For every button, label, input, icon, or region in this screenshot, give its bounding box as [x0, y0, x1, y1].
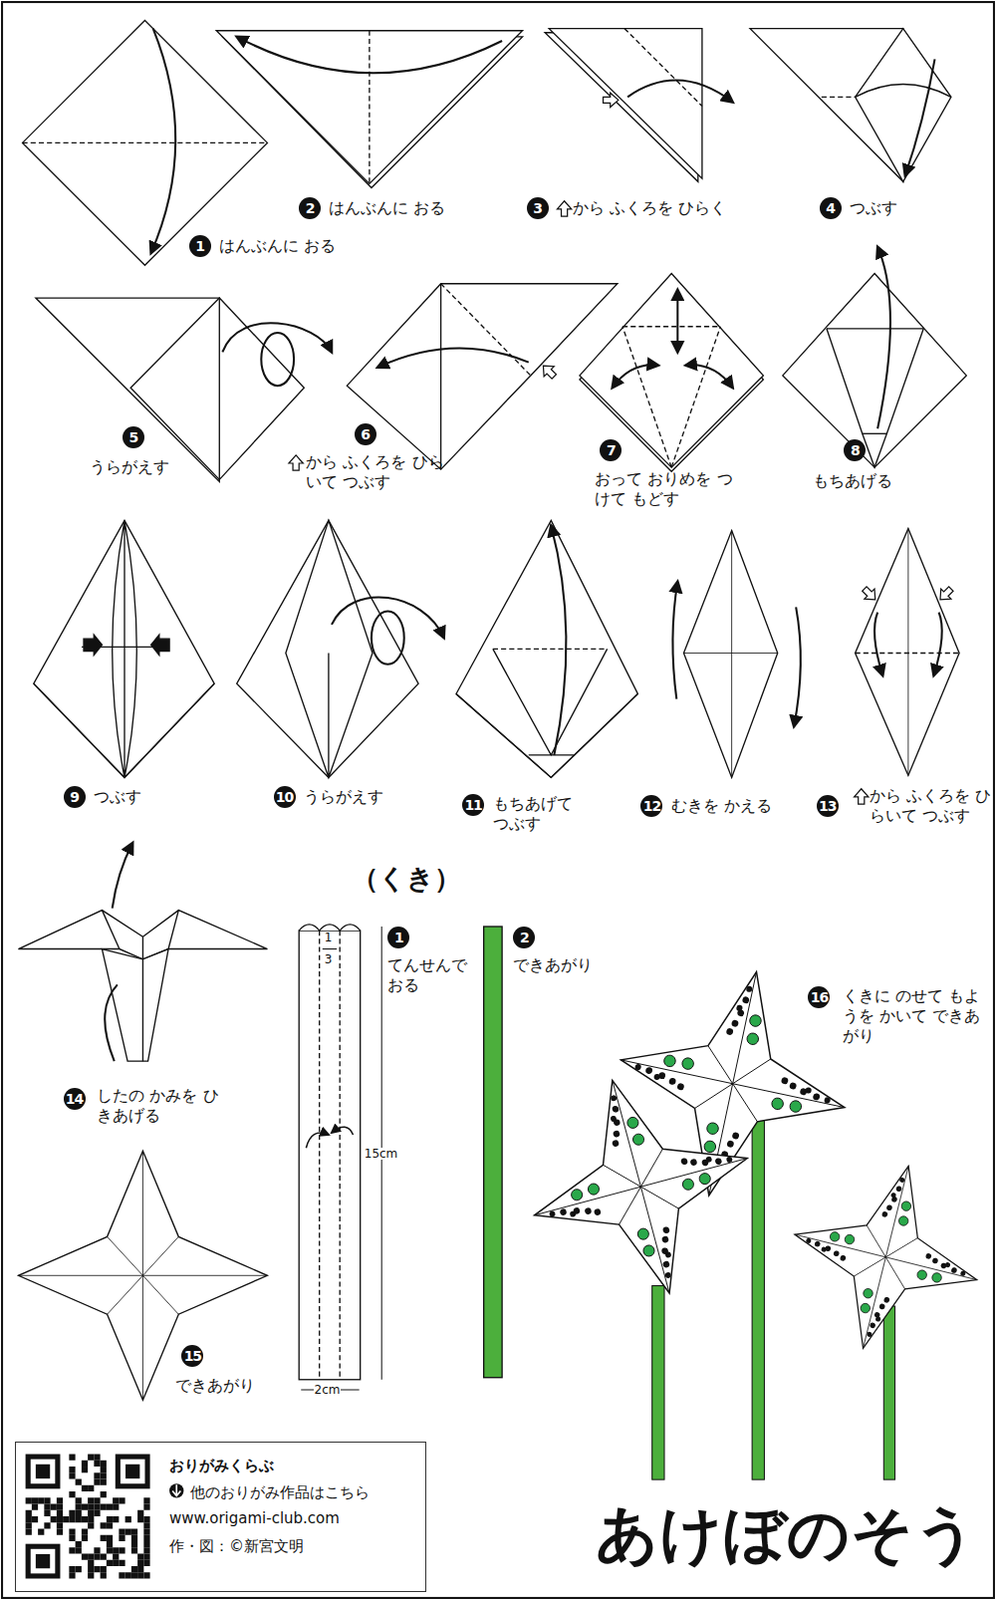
step-number: 9 — [63, 785, 86, 808]
instruction-text: はんぶんに おる — [219, 236, 336, 256]
step-number: 8 — [843, 439, 866, 462]
step-number: 13 — [816, 794, 839, 817]
instruction-text: つぶす — [849, 198, 898, 219]
instruction-text: から ふくろを ひらいて つぶす — [869, 785, 996, 826]
instruction-text: できあがり — [175, 1375, 255, 1396]
step-number: 12 — [640, 794, 663, 817]
step-number: 4 — [819, 197, 842, 220]
instruction-text: つぶす — [93, 786, 142, 807]
step-number: 2 — [512, 926, 535, 949]
instruction-text: うらがえす — [89, 457, 170, 478]
fraction-digit: 1 — [324, 931, 333, 944]
footer-text: おりがみくらぶ — [169, 1456, 274, 1476]
step-number: 11 — [462, 793, 485, 816]
instruction-text: はんぶんに おる — [328, 198, 446, 219]
dimension-label: 15cm — [363, 1147, 400, 1160]
instruction-text: したの かみを ひきあげる — [96, 1085, 220, 1126]
step-number: 7 — [599, 439, 622, 462]
instruction-text: から ふくろを ひらいて つぶす — [305, 452, 449, 493]
footer-text: www.origami-club.com — [169, 1508, 340, 1527]
step-number: 16 — [807, 986, 830, 1008]
footer-box: おりがみくらぶ他のおりがみ作品はこちら www.origami-club.com 作… — [14, 1441, 427, 1593]
step-number: 1 — [387, 926, 410, 949]
title: あけぼのそう — [595, 1492, 979, 1576]
instruction-text: から ふくろを ひらく — [572, 198, 727, 219]
footer-text: 他のおりがみ作品はこちら — [190, 1483, 370, 1502]
instruction-text: もちあげる — [812, 471, 893, 492]
fraction-digit: 3 — [324, 953, 333, 966]
step-number: 5 — [122, 426, 145, 449]
step-number: 14 — [63, 1087, 86, 1110]
instruction-text: うらがえす — [303, 786, 384, 807]
instruction-text: おって おりめを つけて もどす — [594, 469, 738, 509]
instruction-text: くきに のせて もようを かいて できあがり — [842, 986, 986, 1046]
step-number: 1 — [189, 235, 212, 257]
footer-text: 作・図：©新宮文明 — [169, 1536, 304, 1556]
step-number: 10 — [273, 785, 296, 808]
instruction-text: もちあげて つぶす — [493, 793, 587, 834]
step-number: 3 — [526, 197, 549, 220]
instruction-text: てんせんで おる — [387, 955, 485, 996]
instruction-text: できあがり — [512, 955, 593, 976]
step-number: 6 — [354, 423, 377, 446]
section-heading: （くき） — [351, 861, 462, 896]
step-number: 2 — [298, 197, 321, 220]
dimension-label: 2cm — [313, 1383, 342, 1396]
instruction-text: むきを かえる — [671, 795, 772, 816]
step-number: 15 — [181, 1344, 204, 1367]
